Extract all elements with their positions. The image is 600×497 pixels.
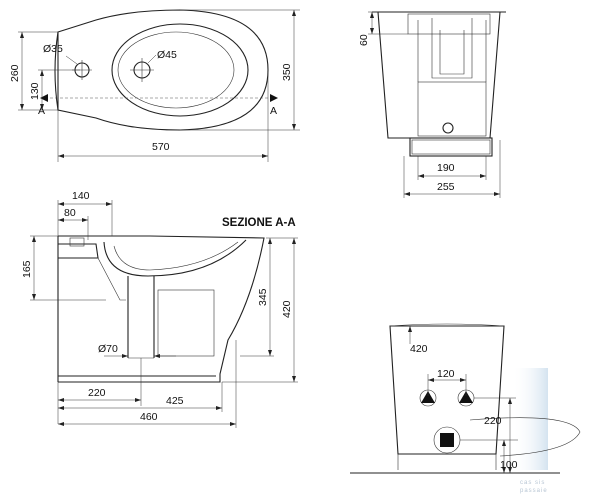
section-view	[30, 200, 298, 428]
dim-tap-hole-label: Ø35	[43, 43, 63, 55]
dim-depth-rear-label: 260	[9, 64, 21, 82]
dim-425-label: 425	[166, 395, 184, 407]
dim-165-label: 165	[21, 260, 33, 278]
section-mark-left: A	[38, 105, 45, 117]
top-view	[18, 9, 300, 162]
dim-460-label: 460	[140, 411, 158, 423]
dim-420-label: 420	[281, 300, 293, 318]
dim-345-label: 345	[257, 288, 269, 306]
wall-dim-120-label: 120	[437, 368, 455, 380]
dim-inner-width-label: 190	[437, 162, 455, 174]
dim-overall-length-label: 570	[152, 141, 170, 153]
wall-dim-420-label: 420	[410, 343, 428, 355]
section-mark-right: A	[270, 105, 277, 117]
wall-dim-100-label: 100	[500, 459, 518, 471]
dim-220-label: 220	[88, 387, 106, 399]
dim-80-label: 80	[64, 207, 76, 219]
rear-view	[368, 11, 506, 198]
dim-drain-label: Ø70	[98, 343, 118, 355]
dim-rear-top-label: 60	[358, 34, 370, 46]
watermark-line1: cas sis	[520, 480, 545, 486]
dim-depth-label: 350	[281, 63, 293, 81]
dim-outer-width-label: 255	[437, 181, 455, 193]
wall-dim-220-label: 220	[484, 415, 502, 427]
dim-140-label: 140	[72, 190, 90, 202]
section-title: SEZIONE A-A	[222, 217, 296, 229]
dim-tap-offset-label: 130	[29, 82, 41, 100]
wall-view	[350, 323, 581, 474]
dim-drain-hole-label: Ø45	[157, 49, 177, 61]
watermark-line2: passaie	[520, 488, 548, 494]
